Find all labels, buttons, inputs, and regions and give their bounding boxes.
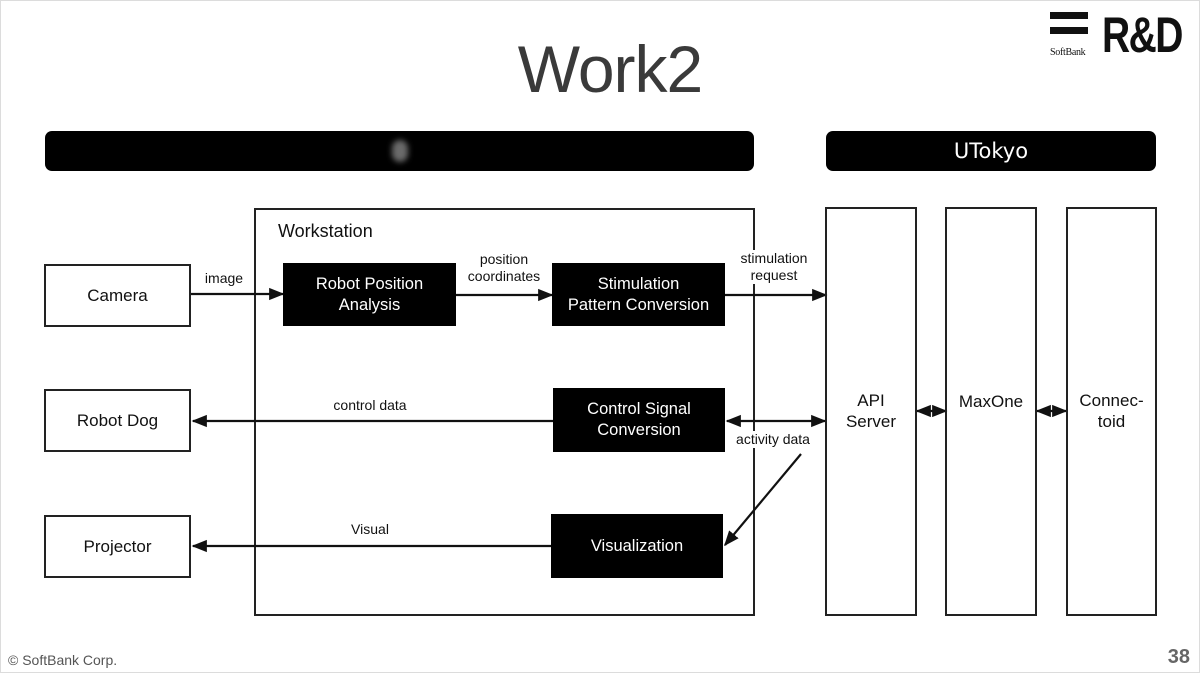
- maxone-label: MaxOne: [958, 392, 1024, 411]
- slide-title: Work2: [517, 32, 704, 106]
- component-maxone: MaxOne: [945, 207, 1037, 616]
- logo-brand-text: SoftBank: [1050, 47, 1086, 58]
- connectoid-label: Connec- toid: [1079, 390, 1144, 431]
- camera-label: Camera: [87, 286, 148, 305]
- utokyo-group-header: UTokyo: [826, 131, 1156, 171]
- module-control-signal-conversion: Control Signal Conversion: [553, 388, 725, 452]
- flow-label-control-data: control data: [333, 397, 407, 413]
- softbank-rd-logo: SoftBank R&D: [1048, 10, 1198, 62]
- redacted-label: [391, 140, 408, 162]
- workstation-label: Workstation: [278, 221, 373, 241]
- module-stimulation-pattern-conversion: Stimulation Pattern Conversion: [552, 263, 725, 326]
- flow-label-visual: Visual: [351, 521, 389, 537]
- page-number: 38: [1167, 646, 1190, 668]
- projector-label: Projector: [83, 537, 152, 556]
- flow-label-stimulation-request: stimulation request: [733, 250, 815, 284]
- workstation-container: [254, 208, 755, 616]
- module-visualization: Visualization: [551, 514, 723, 578]
- component-connectoid: Connec- toid: [1066, 207, 1157, 616]
- redacted-group-header: [45, 131, 754, 171]
- logo-bar-bottom: [1050, 27, 1088, 34]
- utokyo-header-text: UTokyo: [953, 139, 1029, 163]
- flow-label-activity-data: activity data: [731, 431, 815, 448]
- device-robot-dog: Robot Dog: [44, 389, 191, 452]
- arrow-activity-to-visualization: [724, 453, 802, 547]
- flow-label-image: image: [200, 270, 248, 287]
- logo-mark-text: R&D: [1102, 7, 1183, 63]
- api-server-label: API Server: [845, 390, 897, 431]
- device-projector: Projector: [44, 515, 191, 578]
- flow-label-position-coordinates: position coordinates: [467, 251, 541, 284]
- module-robot-position-analysis: Robot Position Analysis: [283, 263, 456, 326]
- device-camera: Camera: [44, 264, 191, 327]
- component-api-server: API Server: [825, 207, 917, 616]
- logo-bar-top: [1050, 12, 1088, 19]
- robot-dog-label: Robot Dog: [76, 411, 159, 430]
- copyright-footer: © SoftBank Corp.: [8, 652, 118, 668]
